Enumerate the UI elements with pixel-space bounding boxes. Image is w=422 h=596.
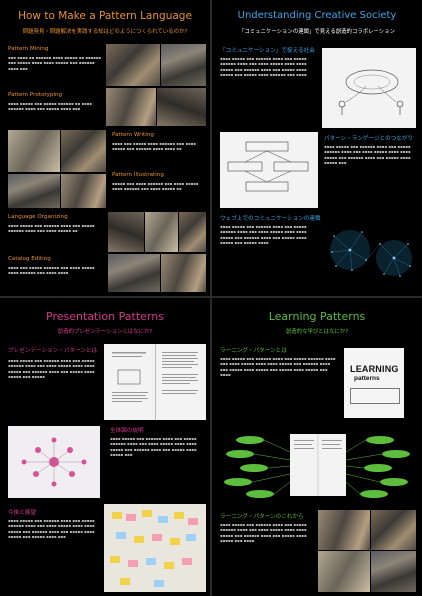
communication-diagram	[322, 48, 416, 128]
panel-title: Understanding Creative Society	[237, 10, 397, 21]
vertical-divider	[210, 0, 212, 596]
photo	[145, 212, 178, 252]
section-heading-future: 今後と展望	[8, 510, 36, 516]
section-text: ▪▪▪▪ ▪▪▪▪▪ ▪▪▪ ▪▪▪▪▪▪ ▪▪▪▪ ▪▪▪ ▪▪▪▪▪ ▪▪▪…	[324, 144, 411, 165]
section-text: ▪▪▪▪ ▪▪▪ ▪▪▪▪▪ ▪▪▪▪▪▪ ▪▪▪ ▪▪▪▪ ▪▪▪▪▪ ▪▪▪…	[8, 265, 95, 276]
pattern-map-diagram	[8, 426, 100, 498]
panel-creative-society: Understanding Creative Society 「コミュニケーショ…	[212, 0, 422, 296]
photo	[8, 174, 60, 208]
section-text: ▪▪▪▪ ▪▪▪▪▪ ▪▪▪ ▪▪▪▪▪▪ ▪▪▪▪ ▪▪▪ ▪▪▪▪▪ ▪▪▪…	[220, 56, 307, 77]
section-text: ▪▪▪▪ ▪▪▪▪▪ ▪▪▪ ▪▪▪▪▪▪ ▪▪▪▪ ▪▪▪ ▪▪▪▪▪ ▪▪▪…	[220, 356, 336, 377]
section-text: ▪▪▪▪ ▪▪▪▪▪ ▪▪▪ ▪▪▪▪▪▪ ▪▪▪▪ ▪▪▪ ▪▪▪▪▪ ▪▪▪…	[220, 224, 307, 245]
section-heading-web: ウェブ上でのコミュニケーションの連鎖	[220, 216, 321, 222]
panel-subtitle: 創造的プレゼンテーションとはなにか?	[57, 329, 153, 335]
learning-pattern-map	[220, 426, 416, 506]
photo	[108, 254, 160, 292]
section-heading-about: ラーニング・パターンとは	[220, 348, 287, 354]
section-text: ▪▪▪ ▪▪▪▪ ▪▪ ▪▪▪▪▪▪ ▪▪▪▪ ▪▪▪▪▪ ▪▪ ▪▪▪▪▪▪ …	[8, 55, 102, 71]
section-heading-illustrating: Pattern Illustrating	[112, 172, 164, 178]
book-title: LEARNING	[350, 364, 399, 374]
communication-chain-diagram	[220, 132, 318, 208]
workshop-whiteboard-photo	[104, 504, 206, 592]
book-subtitle: patterns	[354, 375, 380, 382]
section-text: ▪▪▪▪ ▪▪▪ ▪▪▪▪▪ ▪▪▪▪ ▪▪▪▪▪▪ ▪▪▪ ▪▪▪▪ ▪▪▪▪…	[112, 141, 196, 152]
learning-patterns-book: LEARNING patterns	[344, 348, 404, 418]
photo	[108, 212, 144, 252]
photo	[61, 130, 106, 172]
section-text: ▪▪▪▪ ▪▪▪▪▪ ▪▪▪ ▪▪▪▪▪▪ ▪▪▪▪ ▪▪▪ ▪▪▪▪▪ ▪▪▪…	[110, 436, 197, 457]
photo	[61, 174, 106, 208]
photo	[106, 88, 156, 126]
photo	[371, 510, 416, 550]
panel-subtitle: 問題発見・問題解決を実践する知はどのようにつくられているのか?	[22, 29, 188, 35]
photo	[161, 44, 206, 86]
book-spread	[104, 344, 206, 420]
section-text: ▪▪▪▪ ▪▪▪▪▪ ▪▪▪ ▪▪▪▪▪▪ ▪▪▪▪ ▪▪▪ ▪▪▪▪▪ ▪▪▪…	[8, 518, 95, 539]
photo	[318, 510, 370, 550]
photo	[161, 254, 206, 292]
section-heading-communication: 「コミュニケーション」で捉える社会	[220, 48, 315, 54]
section-text: ▪▪▪▪ ▪▪▪▪▪ ▪▪▪ ▪▪▪▪▪▪ ▪▪▪▪ ▪▪▪ ▪▪▪▪▪ ▪▪▪…	[220, 522, 307, 543]
network-visualization	[322, 214, 418, 292]
photo	[157, 88, 206, 126]
panel-pattern-language: How to Make a Pattern Language 問題発見・問題解決…	[0, 0, 210, 296]
panel-learning-patterns: Learning Patterns 創造的な学びとはなにか? ラーニング・パター…	[212, 298, 422, 596]
panel-subtitle: 創造的な学びとはなにか?	[285, 329, 349, 335]
section-heading-pattern-link: パターン・ランゲージとのつながり	[324, 136, 414, 142]
section-heading-future: ラーニング・パターンのこれから	[220, 514, 304, 520]
panel-title: How to Make a Pattern Language	[18, 10, 192, 22]
section-text: ▪▪▪▪ ▪▪▪▪▪ ▪▪▪ ▪▪▪▪▪▪ ▪▪▪▪ ▪▪▪ ▪▪▪▪▪ ▪▪▪…	[8, 358, 95, 379]
panel-subtitle: 「コミュニケーションの連鎖」で見える創造的コラボレーション	[239, 29, 395, 35]
section-heading-editing: Catalog Editing	[8, 256, 51, 262]
section-heading-mining: Pattern Mining	[8, 46, 49, 52]
section-text: ▪▪▪▪▪ ▪▪▪ ▪▪▪▪ ▪▪▪▪▪▪ ▪▪▪ ▪▪▪▪ ▪▪▪▪▪ ▪▪▪…	[112, 181, 199, 192]
photo	[371, 551, 416, 592]
panel-presentation-patterns: Presentation Patterns 創造的プレゼンテーションとはなにか?…	[0, 298, 210, 596]
photo	[179, 212, 206, 252]
photo	[8, 130, 60, 172]
section-heading-prototyping: Pattern Prototyping	[8, 92, 63, 98]
panel-title: Learning Patterns	[268, 310, 366, 323]
section-heading-creation: 全体図の説明	[110, 428, 144, 434]
section-heading-about: プレゼンテーション・パターンとは	[8, 348, 98, 354]
photo	[318, 551, 370, 592]
panel-title: Presentation Patterns	[46, 310, 164, 323]
section-text: ▪▪▪▪ ▪▪▪▪▪ ▪▪▪ ▪▪▪▪▪ ▪▪▪▪▪▪ ▪▪ ▪▪▪▪ ▪▪▪▪…	[8, 101, 92, 112]
section-heading-writing: Pattern Writing	[112, 132, 154, 138]
horizontal-divider	[0, 296, 422, 298]
section-heading-organizing: Language Organizing	[8, 214, 68, 220]
section-text: ▪▪▪▪ ▪▪▪▪▪ ▪▪▪ ▪▪▪▪▪▪ ▪▪▪▪ ▪▪▪ ▪▪▪▪▪ ▪▪▪…	[8, 223, 95, 234]
photo	[106, 44, 160, 86]
